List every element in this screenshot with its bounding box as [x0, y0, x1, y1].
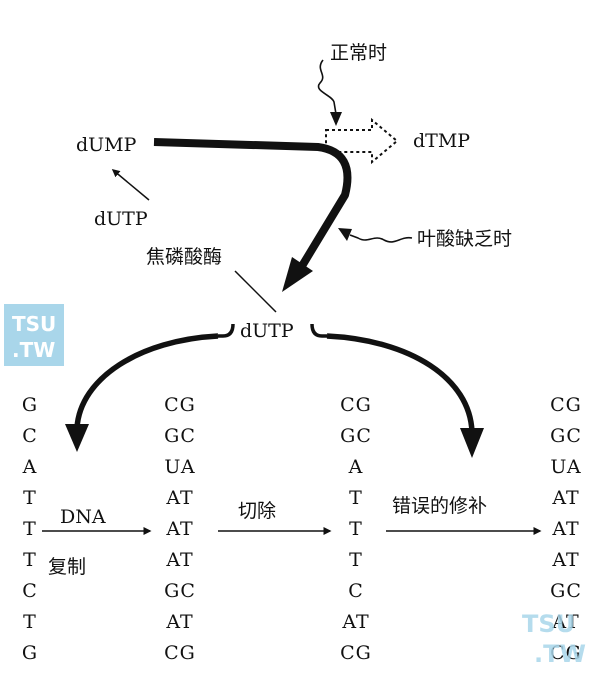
base-pair: AT	[552, 611, 580, 633]
folate-squiggle	[349, 234, 413, 243]
watermark-text: .TW	[534, 640, 586, 668]
base: G	[21, 394, 39, 416]
right-curved-arrow	[326, 333, 475, 433]
base: A	[22, 456, 38, 478]
base-pair: T	[349, 487, 363, 509]
base: G	[21, 642, 39, 664]
normal-condition-label: 正常时	[330, 42, 388, 64]
base-pair: CG	[164, 642, 196, 664]
base: T	[23, 518, 37, 540]
dna-label: DNA	[60, 506, 106, 528]
base-pair: CG	[550, 642, 582, 664]
base: T	[23, 611, 37, 633]
folate-squiggle-arrowhead	[338, 228, 352, 241]
base-pair: UA	[550, 456, 582, 478]
base: C	[22, 425, 38, 447]
misrepair-label: 错误的修补	[392, 495, 488, 517]
folate-deficiency-label: 叶酸缺乏时	[417, 228, 513, 250]
dutp-right-bracket	[310, 323, 327, 338]
excised-column: CG GC A T T T C AT CG	[336, 396, 376, 675]
base-pair: A	[348, 456, 364, 478]
base-pair: AT	[166, 487, 194, 509]
base-pair: T	[349, 518, 363, 540]
right-curved-arrowhead	[460, 428, 484, 458]
left-curved-arrowhead	[65, 424, 89, 452]
base-pair: CG	[340, 394, 372, 416]
base-pair: GC	[550, 580, 582, 602]
base-pair: GC	[340, 425, 372, 447]
watermark-logo: TSU .TW	[4, 304, 64, 366]
base-pair: GC	[164, 425, 196, 447]
base: T	[23, 549, 37, 571]
base-pair: CG	[164, 394, 196, 416]
template-strand-column: G C A T T T C T G	[20, 396, 40, 675]
dtmp-dashed-arrow	[325, 117, 399, 165]
base-pair: AT	[342, 611, 370, 633]
base-pair: AT	[552, 549, 580, 571]
base-pair: GC	[164, 580, 196, 602]
main-pathway-arrowhead	[282, 257, 313, 292]
base-pair: CG	[550, 394, 582, 416]
dump-label: dUMP	[76, 134, 137, 156]
base-pair: C	[348, 580, 364, 602]
normal-squiggle-arrowhead	[330, 112, 342, 126]
ppase-pointer-line	[234, 270, 277, 313]
base-pair: AT	[552, 518, 580, 540]
dutp-to-dump-arrow	[111, 169, 150, 201]
normal-squiggle	[317, 59, 337, 115]
base-pair: GC	[550, 425, 582, 447]
base-pair: AT	[166, 549, 194, 571]
base: C	[22, 580, 38, 602]
watermark-text: TSU	[12, 312, 57, 336]
replication-label: 复制	[48, 556, 87, 578]
base-pair: AT	[166, 518, 194, 540]
left-curved-arrow	[74, 333, 219, 429]
base: T	[23, 487, 37, 509]
watermark-logo-bottom: TSU .TW	[520, 612, 596, 672]
base-pair: AT	[166, 611, 194, 633]
base-pair: AT	[552, 487, 580, 509]
replicated-pairs-column: CG GC UA AT AT AT GC AT CG	[160, 396, 200, 675]
base-pair: T	[349, 549, 363, 571]
watermark-text: .TW	[12, 338, 56, 362]
excision-label: 切除	[238, 500, 277, 522]
base-pair: UA	[164, 456, 196, 478]
dutp-main-label: dUTP	[240, 320, 294, 342]
dutp-left-bracket	[218, 323, 235, 338]
watermark-text: TSU	[522, 610, 576, 638]
dutp-small-label: dUTP	[94, 208, 148, 230]
dtmp-label: dTMP	[413, 130, 471, 152]
base-pair: CG	[340, 642, 372, 664]
main-pathway-curve	[153, 138, 352, 269]
misrepaired-column: CG GC UA AT AT AT GC AT CG	[546, 396, 586, 675]
pyrophosphatase-label: 焦磷酸酶	[146, 246, 223, 268]
